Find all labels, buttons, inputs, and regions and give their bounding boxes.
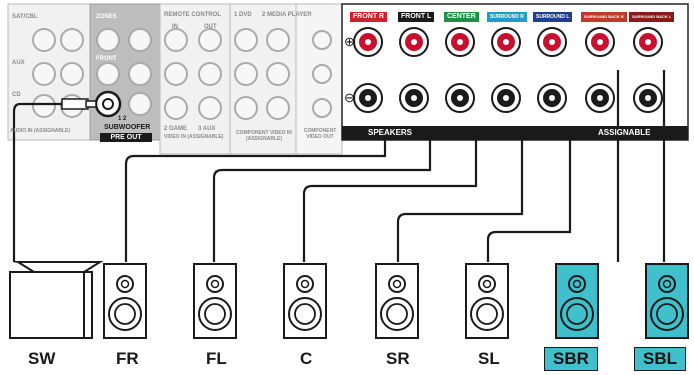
front-label: FRONT bbox=[96, 56, 117, 62]
video-in-label: VIDEO IN (ASSIGNABLE) bbox=[164, 134, 224, 140]
speaker-label-sw: SW bbox=[28, 349, 56, 368]
tag-front-l: FRONT L bbox=[398, 12, 435, 22]
subwoofer-box bbox=[9, 261, 104, 339]
pre-out-label: PRE OUT bbox=[100, 133, 152, 142]
tag-front-r: FRONT R bbox=[350, 12, 388, 22]
tag-surround-l: SURROUND L bbox=[533, 12, 573, 22]
cable-fl bbox=[212, 140, 432, 262]
speaker-fr bbox=[103, 263, 147, 339]
speaker-label-c: C bbox=[300, 349, 313, 368]
speaker-bar bbox=[342, 126, 688, 140]
component-video-out-label: COMPONENT VIDEO OUT bbox=[303, 128, 337, 140]
speaker-label-sbl: SBL bbox=[634, 347, 686, 371]
speaker-label-fr: FR bbox=[116, 349, 139, 368]
minus-symbol: ⊖ bbox=[344, 90, 355, 105]
speaker-sl bbox=[465, 263, 509, 339]
speaker-fl bbox=[193, 263, 237, 339]
component-video-in-label: COMPONENT VIDEO IN (ASSIGNABLE) bbox=[236, 130, 292, 142]
cable-sw bbox=[12, 102, 62, 262]
aux-label: AUX bbox=[12, 60, 25, 66]
speaker-sr bbox=[375, 263, 419, 339]
tag-center: CENTER bbox=[444, 12, 479, 22]
plus-symbol: ⊕ bbox=[344, 34, 355, 49]
cable-sl bbox=[486, 140, 572, 262]
sub-channels-label: 1 2 bbox=[118, 116, 127, 122]
tag-surround-r: SURROUND R bbox=[487, 12, 527, 22]
speaker-cables bbox=[12, 70, 666, 262]
binding-posts bbox=[353, 27, 663, 113]
speakers-label: SPEAKERS bbox=[368, 128, 413, 137]
cable-c bbox=[302, 140, 478, 262]
dvd-label: 1 DVD bbox=[234, 12, 252, 18]
assignable-label: ASSIGNABLE bbox=[598, 128, 651, 137]
rc-in-label: IN bbox=[172, 24, 178, 30]
aux3-label: 3 AUX bbox=[198, 126, 216, 132]
zones-label: ZONES bbox=[96, 14, 117, 20]
subwoofer-label: SUBWOOFER bbox=[104, 124, 151, 131]
speaker-sbl bbox=[645, 263, 689, 339]
speaker-boxes bbox=[103, 263, 689, 339]
speaker-terminal-plate bbox=[341, 3, 689, 141]
speaker-sbr bbox=[555, 263, 599, 339]
tag-surround-back-l: SURROUND BACK L bbox=[629, 12, 675, 22]
rca-jacks bbox=[32, 28, 332, 120]
speaker-label-sr: SR bbox=[386, 349, 410, 368]
speaker-label-sl: SL bbox=[478, 349, 500, 368]
cd-label: CD bbox=[12, 92, 21, 98]
remote-control-label: REMOTE CONTROL bbox=[164, 12, 221, 18]
rca-plug bbox=[61, 98, 89, 110]
rc-out-label: OUT bbox=[204, 24, 217, 30]
cable-fr bbox=[124, 140, 387, 262]
media-player-label: 2 MEDIA PLAYER bbox=[262, 12, 312, 18]
speaker-c bbox=[283, 263, 327, 339]
tag-surround-back-r: SURROUND BACK R bbox=[581, 12, 627, 22]
speaker-label-fl: FL bbox=[206, 349, 227, 368]
sat-cbl-label: SAT/CBL bbox=[12, 14, 38, 20]
audio-in-label: AUDIO IN (ASSIGNABLE) bbox=[10, 128, 70, 134]
game-label: 2 GAME bbox=[164, 126, 188, 132]
speaker-label-sbr: SBR bbox=[544, 347, 598, 371]
cable-sr bbox=[396, 140, 524, 262]
